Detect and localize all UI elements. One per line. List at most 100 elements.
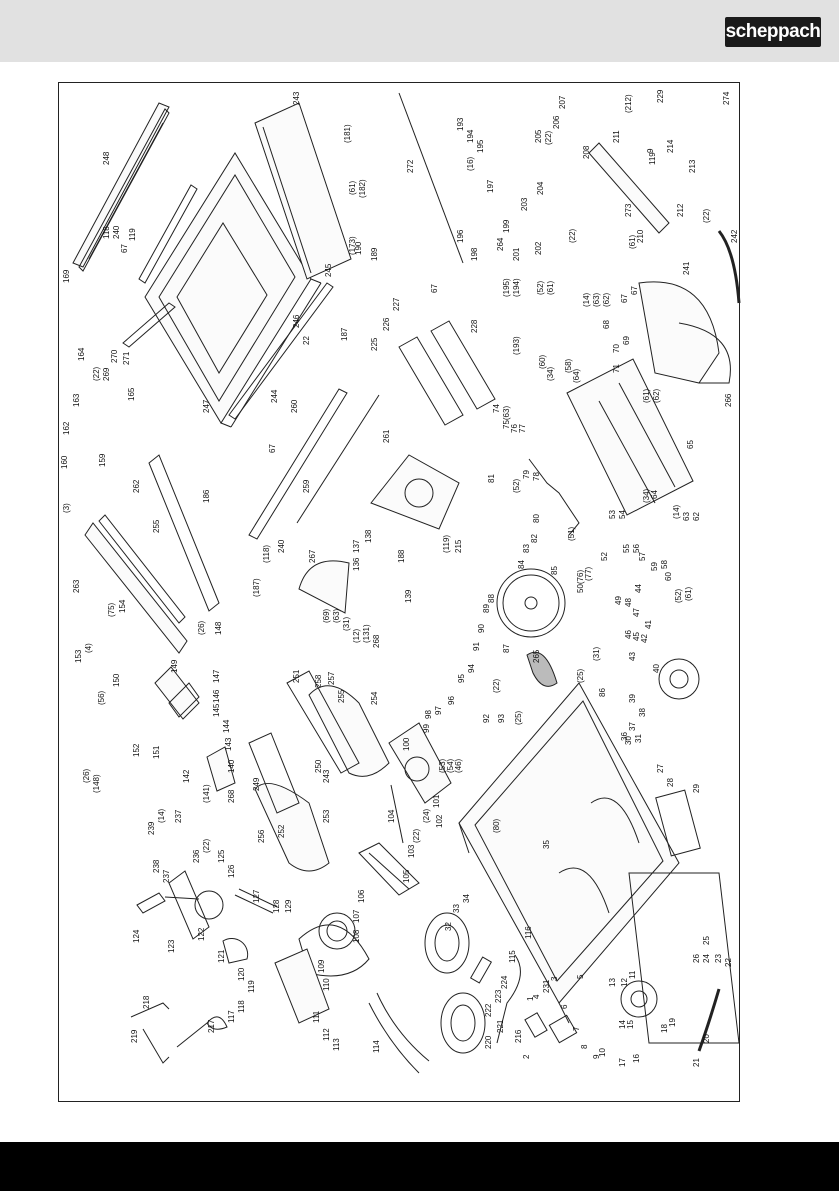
- part-number-label: 212: [676, 203, 685, 217]
- part-number-label: (212): [624, 94, 633, 113]
- part-number-label: 194: [466, 129, 475, 143]
- part-number-label: 11: [628, 970, 637, 979]
- part-number-label: 1: [526, 996, 535, 1001]
- arm-254: [286, 670, 390, 777]
- left-extension: [84, 454, 220, 654]
- part-number-label: 84: [517, 560, 526, 569]
- part-number-label: 29: [692, 784, 701, 793]
- part-number-label: 273: [624, 203, 633, 217]
- part-number-label: 268: [227, 789, 236, 803]
- part-number-label: 99: [422, 724, 431, 733]
- part-number-label: 154: [118, 599, 127, 613]
- part-number-label: 269: [102, 367, 111, 381]
- brand-logo: scheppach: [725, 17, 821, 47]
- part-number-label: 223: [494, 989, 503, 1003]
- part-number-label: 9: [592, 1054, 601, 1059]
- part-number-label: 90: [477, 624, 486, 633]
- part-number-label: (58): [564, 358, 573, 373]
- part-number-label: (34): [546, 366, 555, 381]
- part-number-label: 100: [402, 737, 411, 751]
- part-number-label: 138: [364, 529, 373, 543]
- part-number-label: 70: [612, 344, 621, 353]
- part-number-label: 67: [268, 444, 277, 453]
- part-number-label: (12): [352, 628, 361, 643]
- part-number-label: 264: [496, 237, 505, 251]
- part-number-label: 139: [404, 589, 413, 603]
- part-number-label: (46): [454, 758, 463, 773]
- part-number-label: 10: [598, 1048, 607, 1057]
- part-number-label: 241: [682, 261, 691, 275]
- hand-wheel-11: [620, 980, 658, 1018]
- part-number-label: 265: [532, 649, 541, 663]
- part-number-label: 98: [424, 710, 433, 719]
- part-number-label: 237: [174, 809, 183, 823]
- part-number-label: 19: [668, 1018, 677, 1027]
- part-number-label: 169: [62, 269, 71, 283]
- fence-rail-248: [72, 102, 170, 272]
- header-bar: scheppach: [0, 0, 839, 62]
- part-number-label: (118): [262, 545, 271, 563]
- part-number-label: (52): [674, 588, 683, 603]
- wheel-a: [424, 912, 493, 1054]
- part-number-label: 201: [512, 247, 521, 261]
- part-number-label: 22: [724, 958, 733, 967]
- part-number-label: 255: [152, 519, 161, 533]
- part-number-label: 188: [397, 549, 406, 563]
- part-number-label: 256: [257, 829, 266, 843]
- part-number-label: (22): [568, 228, 577, 243]
- base-cabinet: [458, 682, 680, 1024]
- part-number-label: 92: [482, 714, 491, 723]
- part-number-label: 60: [664, 572, 673, 581]
- part-number-label: 14: [618, 1020, 627, 1029]
- part-number-label: 252: [277, 824, 286, 838]
- part-number-label: 261: [382, 429, 391, 443]
- part-number-label: 67: [620, 294, 629, 303]
- part-number-label: (14): [582, 292, 591, 307]
- part-number-label: 32: [444, 922, 453, 931]
- part-number-label: 56: [632, 544, 641, 553]
- part-number-label: 16: [632, 1054, 641, 1063]
- part-number-label: 258: [314, 674, 323, 688]
- part-number-label: 248: [102, 151, 111, 165]
- part-number-label: 152: [132, 743, 141, 757]
- part-number-label: (131): [362, 624, 371, 643]
- part-number-label: 101: [432, 794, 441, 808]
- part-number-label: 7: [572, 1026, 581, 1031]
- part-number-label: 206: [552, 115, 561, 129]
- part-number-label: 118: [237, 1000, 246, 1013]
- part-number-label: (182): [358, 179, 367, 198]
- part-number-label: 196: [456, 229, 465, 243]
- part-number-label: 83: [522, 544, 531, 553]
- part-number-label: 36: [620, 732, 629, 741]
- part-number-label: (25): [514, 710, 523, 725]
- part-number-label: (80): [492, 818, 501, 833]
- part-number-label: 91: [472, 642, 481, 651]
- part-number-label: 215: [454, 539, 463, 553]
- part-number-label: 214: [666, 139, 675, 153]
- part-number-label: (187): [252, 578, 261, 597]
- bracket-149: [154, 666, 200, 720]
- part-number-label: 67: [630, 286, 639, 295]
- part-number-label: 37: [628, 722, 637, 731]
- blade-guard-266: [638, 281, 731, 384]
- part-number-label: 118: [102, 226, 111, 239]
- part-number-label: 94: [467, 664, 476, 673]
- part-number-label: 208: [582, 145, 591, 159]
- part-number-label: 13: [608, 978, 617, 987]
- part-number-label: 89: [482, 604, 491, 613]
- part-number-label: 231: [542, 979, 551, 993]
- part-number-label: 245: [324, 263, 333, 277]
- part-number-label: 189: [370, 247, 379, 261]
- part-number-label: 67: [120, 244, 129, 253]
- part-number-label: 45: [632, 632, 641, 641]
- hex-key-218: [130, 1002, 170, 1064]
- part-number-label: 43: [628, 652, 637, 661]
- part-number-label: 271: [122, 351, 131, 365]
- part-number-label: 41: [644, 620, 653, 629]
- part-number-label: 46: [624, 630, 633, 639]
- part-number-label: 205: [534, 129, 543, 143]
- part-number-label: 145: [212, 703, 221, 717]
- part-number-label: 26: [692, 954, 701, 963]
- part-number-label: 117: [227, 1010, 236, 1023]
- part-number-label: (141): [202, 784, 211, 803]
